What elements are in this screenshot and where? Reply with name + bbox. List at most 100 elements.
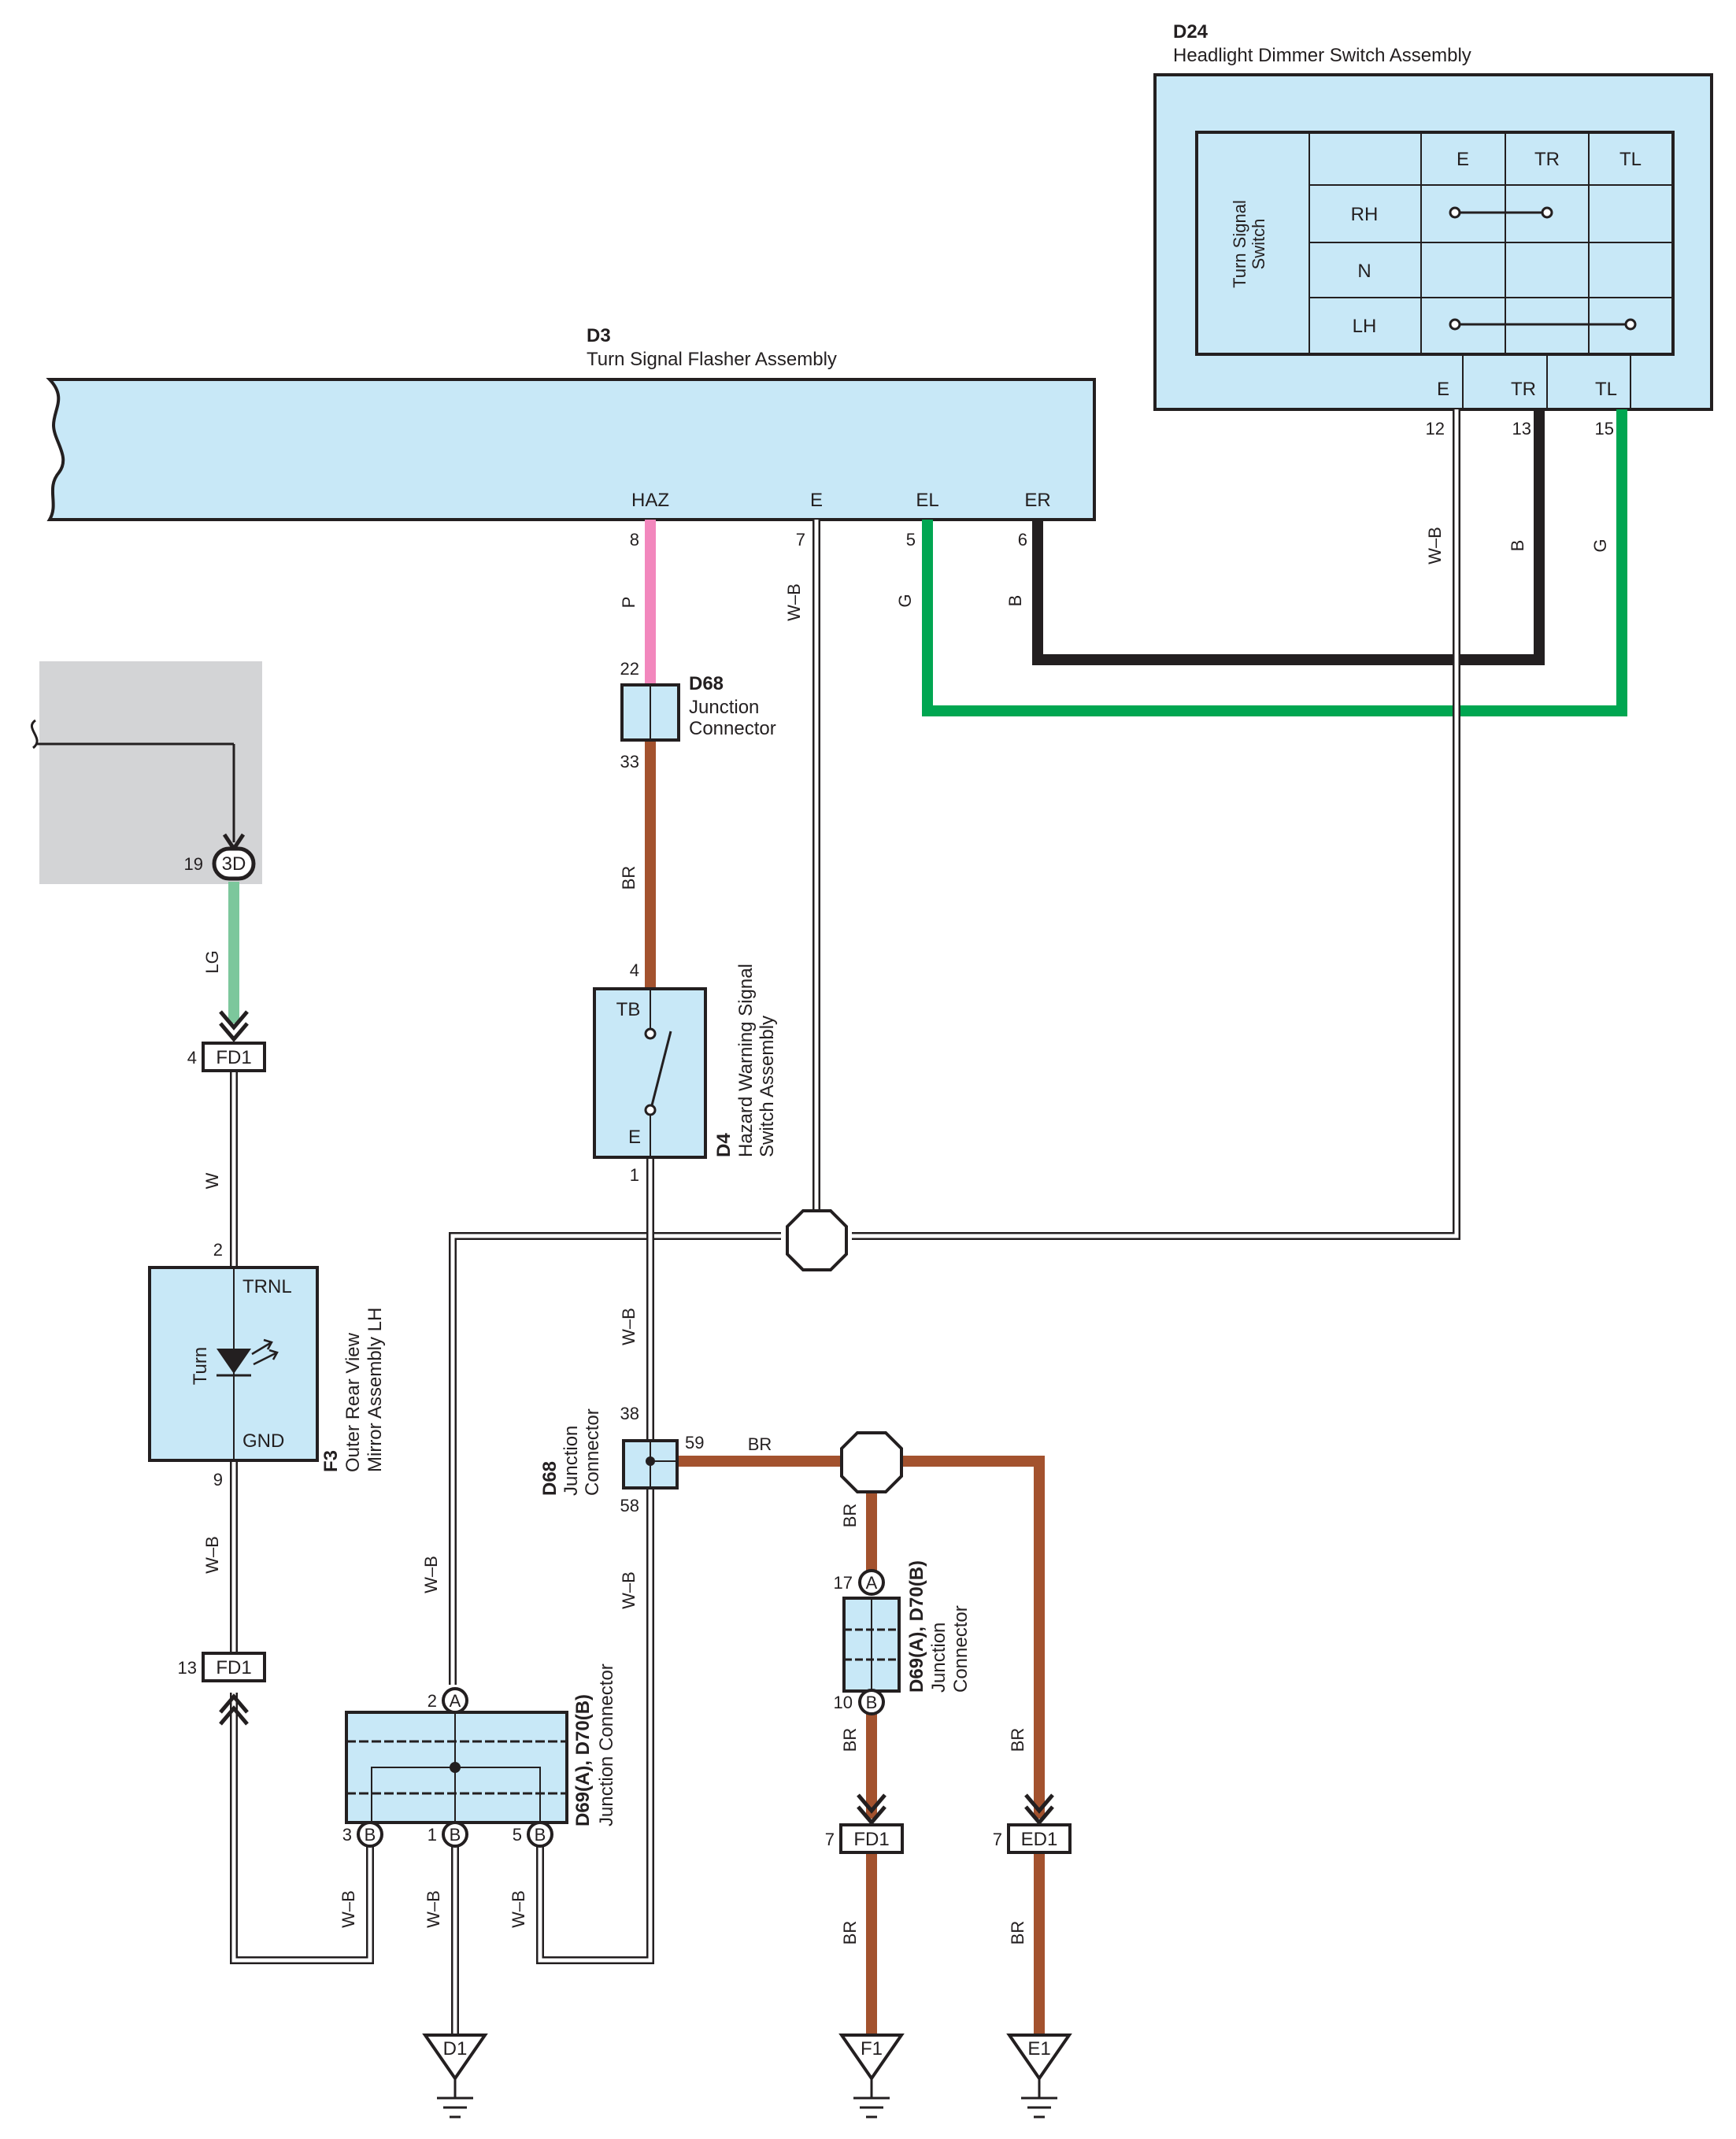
svg-text:FD1: FD1 bbox=[216, 1657, 251, 1678]
d24-pin-12: 12 bbox=[1426, 419, 1445, 439]
svg-text:LG: LG bbox=[202, 950, 222, 973]
d68-top-code: D68 bbox=[689, 673, 724, 694]
ground-f1: F1 bbox=[838, 2034, 905, 2119]
d69-left-code: D69(A), D70(B) bbox=[572, 1694, 594, 1826]
svg-text:13: 13 bbox=[178, 1658, 197, 1678]
d3-name: Turn Signal Flasher Assembly bbox=[587, 349, 837, 370]
svg-text:4: 4 bbox=[187, 1048, 197, 1068]
svg-text:B: B bbox=[1005, 595, 1025, 607]
connector-fd1-a bbox=[202, 1042, 266, 1072]
d24-term-tl: TL bbox=[1595, 379, 1617, 400]
f3-term-trnl: TRNL bbox=[242, 1276, 292, 1297]
svg-text:D1: D1 bbox=[443, 2038, 468, 2059]
svg-text:BR: BR bbox=[840, 1728, 860, 1752]
svg-text:7: 7 bbox=[993, 1830, 1002, 1849]
f3-term-gnd: GND bbox=[242, 1430, 284, 1452]
connector-3d bbox=[212, 846, 256, 881]
wire-g bbox=[922, 409, 1627, 716]
d68-top-name-2: Connector bbox=[689, 718, 776, 739]
d24-code: D24 bbox=[1173, 21, 1209, 43]
d24-row-lh: LH bbox=[1353, 316, 1377, 337]
led-icon bbox=[217, 1349, 251, 1374]
arrow-ed1 bbox=[1024, 1793, 1054, 1826]
d4-term-tb: TB bbox=[616, 999, 641, 1020]
d69-right-name-1: Junction bbox=[928, 1623, 949, 1693]
d69-right-code: D69(A), D70(B) bbox=[906, 1560, 927, 1693]
d3-pin-5: 5 bbox=[906, 530, 916, 550]
svg-text:B: B bbox=[365, 1825, 376, 1845]
wire-b bbox=[1032, 409, 1545, 665]
arrow-fd1-b bbox=[219, 1693, 249, 1726]
svg-text:W–B: W–B bbox=[202, 1536, 222, 1574]
d68-top-pin-out: 33 bbox=[620, 752, 639, 772]
d4-term-e: E bbox=[628, 1127, 641, 1148]
arrow-fd1-c bbox=[857, 1793, 887, 1826]
d24-pin-15: 15 bbox=[1595, 419, 1614, 439]
d24-row-rh: RH bbox=[1351, 204, 1379, 225]
f3-name-1: Outer Rear View bbox=[342, 1332, 364, 1472]
svg-text:BR: BR bbox=[619, 866, 639, 890]
svg-text:17: 17 bbox=[834, 1573, 853, 1593]
d3-term-e: E bbox=[810, 490, 823, 511]
d68-top-name-1: Junction bbox=[689, 697, 759, 718]
svg-text:W: W bbox=[202, 1172, 222, 1189]
d24-switch-label-2: Switch bbox=[1249, 219, 1268, 270]
wire-br-horizontal bbox=[677, 1456, 1045, 1819]
connector-fd1-b bbox=[202, 1652, 266, 1682]
svg-text:G: G bbox=[1590, 538, 1610, 552]
svg-text:ED1: ED1 bbox=[1021, 1829, 1058, 1850]
d3-body bbox=[46, 378, 1096, 521]
d69-right-name-2: Connector bbox=[950, 1605, 972, 1693]
svg-text:19: 19 bbox=[184, 854, 203, 874]
f3-inner-label: Turn bbox=[190, 1347, 211, 1385]
svg-text:B: B bbox=[866, 1693, 878, 1712]
d3-term-el: EL bbox=[916, 490, 938, 511]
break-mark bbox=[30, 719, 39, 749]
svg-text:BR: BR bbox=[840, 1504, 860, 1528]
d3-code: D3 bbox=[587, 325, 611, 346]
d68-mid-pin-58: 58 bbox=[620, 1496, 639, 1515]
svg-text:2: 2 bbox=[428, 1691, 437, 1711]
svg-text:W–B: W–B bbox=[619, 1308, 639, 1345]
splice-wb bbox=[786, 1209, 848, 1271]
d68-mid-pin-59: 59 bbox=[685, 1433, 704, 1453]
connector-fd1-c bbox=[839, 1823, 904, 1854]
d68-mid-code: D68 bbox=[539, 1461, 561, 1496]
svg-text:W–B: W–B bbox=[784, 583, 804, 621]
d4-switch-blade bbox=[650, 1031, 672, 1106]
connector-ed1 bbox=[1007, 1823, 1072, 1854]
svg-text:3: 3 bbox=[342, 1825, 352, 1845]
d4-code: D4 bbox=[713, 1133, 735, 1157]
f3-name-2: Mirror Assembly LH bbox=[365, 1308, 386, 1472]
svg-text:A: A bbox=[450, 1691, 461, 1711]
d24-name: Headlight Dimmer Switch Assembly bbox=[1173, 45, 1471, 66]
svg-text:1: 1 bbox=[428, 1825, 437, 1845]
svg-text:FD1: FD1 bbox=[216, 1047, 251, 1068]
d69-left-pin-3 bbox=[357, 1821, 383, 1848]
svg-text:W–B: W–B bbox=[509, 1890, 528, 1928]
d68-mid-name-1: Junction bbox=[561, 1426, 582, 1496]
d24-col-tl: TL bbox=[1619, 149, 1642, 170]
shaded-area bbox=[39, 661, 262, 884]
svg-text:G: G bbox=[895, 594, 915, 607]
svg-text:10: 10 bbox=[834, 1693, 853, 1712]
svg-text:P: P bbox=[619, 597, 639, 609]
d24-term-e: E bbox=[1437, 379, 1449, 400]
svg-text:W–B: W–B bbox=[339, 1890, 358, 1928]
svg-text:B: B bbox=[1508, 540, 1527, 552]
d4-pin-top: 4 bbox=[630, 960, 639, 980]
d3-pin-8: 8 bbox=[630, 530, 639, 550]
d68-top-pin-in: 22 bbox=[620, 659, 639, 679]
svg-text:W–B: W–B bbox=[424, 1890, 443, 1928]
svg-text:FD1: FD1 bbox=[853, 1829, 889, 1850]
wire-wb-d24 bbox=[852, 409, 1460, 1240]
d24-row-n: N bbox=[1357, 261, 1371, 282]
d69-left-pin-5 bbox=[527, 1821, 553, 1848]
svg-text:E1: E1 bbox=[1027, 2038, 1050, 2059]
d69-left-name: Junction Connector bbox=[596, 1663, 617, 1826]
svg-text:BR: BR bbox=[1008, 1728, 1027, 1752]
d24-pin-13: 13 bbox=[1512, 419, 1531, 439]
d3-pin-7: 7 bbox=[796, 530, 805, 550]
d68-mid-pin-38: 38 bbox=[620, 1404, 639, 1423]
